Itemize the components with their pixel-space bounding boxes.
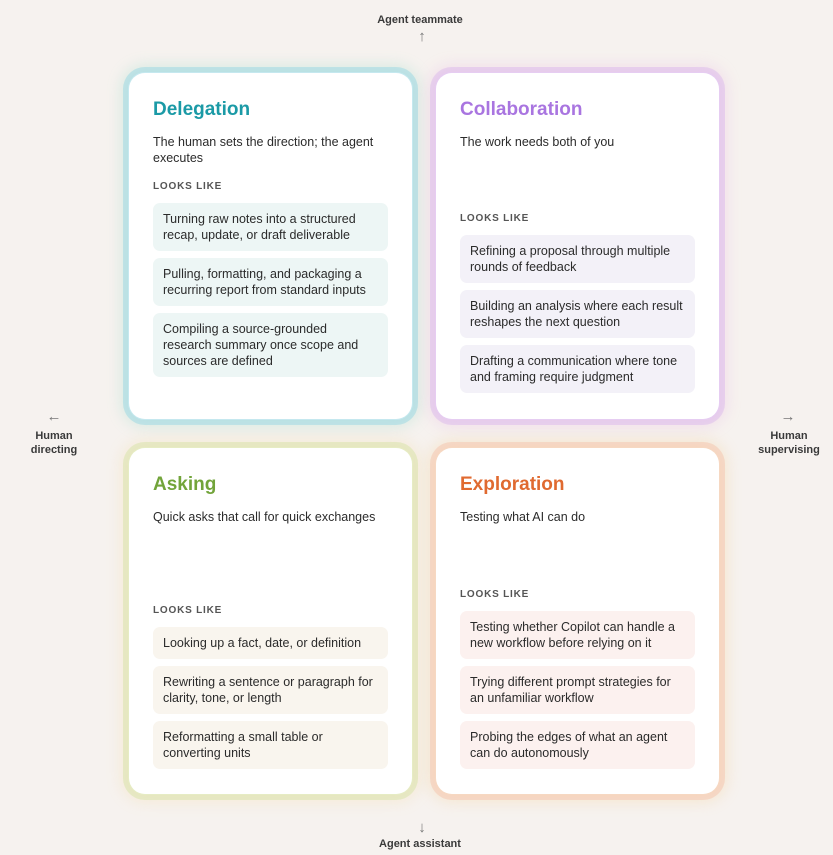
- axis-label-top: Agent teammate: [377, 14, 463, 26]
- example-item: Testing whether Copilot can handle a new…: [460, 611, 695, 659]
- quadrant-exploration: Exploration Testing what AI can do LOOKS…: [436, 448, 719, 794]
- looks-like-label: LOOKS LIKE: [460, 589, 530, 600]
- axis-label-right: Human supervising: [758, 430, 820, 456]
- quadrant-title: Delegation: [153, 99, 251, 120]
- quadrant-asking: Asking Quick asks that call for quick ex…: [129, 448, 412, 794]
- example-list: Turning raw notes into a structured reca…: [153, 203, 388, 384]
- axis-label-bottom: Agent assistant: [379, 838, 461, 850]
- quadrant-title: Asking: [153, 474, 217, 495]
- example-item: Probing the edges of what an agent can d…: [460, 721, 695, 769]
- arrow-up-icon: ↑: [418, 28, 426, 45]
- example-item: Looking up a fact, date, or definition: [153, 627, 388, 659]
- example-list: Testing whether Copilot can handle a new…: [460, 611, 695, 776]
- quadrant-description: The human sets the direction; the agent …: [153, 135, 374, 165]
- looks-like-label: LOOKS LIKE: [460, 213, 530, 224]
- example-item: Pulling, formatting, and packaging a rec…: [153, 258, 388, 306]
- example-item: Refining a proposal through multiple rou…: [460, 235, 695, 283]
- arrow-left-icon: ←: [46, 408, 62, 425]
- example-item: Trying different prompt strategies for a…: [460, 666, 695, 714]
- quadrant-collaboration: Collaboration The work needs both of you…: [436, 73, 719, 419]
- example-item: Compiling a source-grounded research sum…: [153, 313, 388, 377]
- looks-like-label: LOOKS LIKE: [153, 181, 223, 192]
- example-item: Building an analysis where each result r…: [460, 290, 695, 338]
- quadrant-description: Testing what AI can do: [460, 510, 586, 524]
- quadrant-description: The work needs both of you: [460, 135, 615, 149]
- example-item: Turning raw notes into a structured reca…: [153, 203, 388, 251]
- example-item: Reformatting a small table or converting…: [153, 721, 388, 769]
- example-item: Rewriting a sentence or paragraph for cl…: [153, 666, 388, 714]
- looks-like-label: LOOKS LIKE: [153, 605, 223, 616]
- example-list: Refining a proposal through multiple rou…: [460, 235, 695, 400]
- example-item: Drafting a communication where tone and …: [460, 345, 695, 393]
- arrow-down-icon: ↓: [418, 819, 426, 836]
- quadrant-delegation: Delegation The human sets the direction;…: [129, 73, 412, 419]
- quadrant-title: Collaboration: [460, 99, 583, 120]
- quadrant-title: Exploration: [460, 474, 565, 495]
- example-list: Looking up a fact, date, or definition R…: [153, 627, 388, 776]
- quadrant-description: Quick asks that call for quick exchanges: [153, 510, 376, 524]
- axis-label-left: Human directing: [30, 430, 78, 456]
- arrow-right-icon: →: [780, 408, 796, 425]
